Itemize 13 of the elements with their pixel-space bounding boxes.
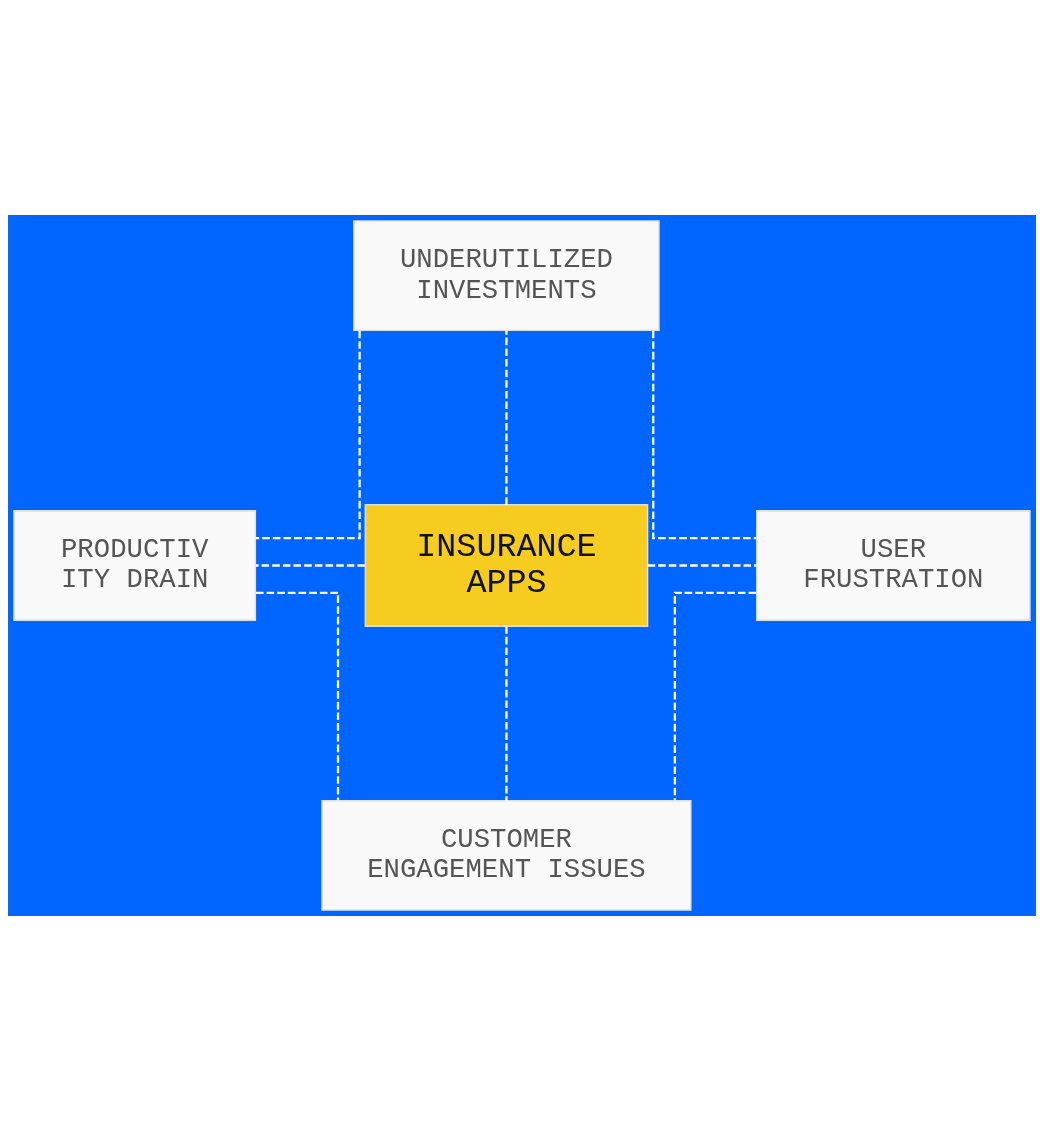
connector [652,330,757,539]
connector [505,625,508,800]
connector [505,330,508,505]
connector [255,563,365,567]
node-box: CUSTOMER ENGAGEMENT ISSUES [321,799,692,911]
connector [255,330,361,539]
node-box: USER FRUSTRATION [756,509,1031,621]
connector [647,563,757,567]
node-box: UNDERUTILIZED INVESTMENTS [353,219,660,331]
connector [255,591,340,800]
connector [673,591,757,800]
node-box: INSURANCE APPS [364,503,649,627]
node-box: PRODUCTIV ITY DRAIN [13,509,257,621]
